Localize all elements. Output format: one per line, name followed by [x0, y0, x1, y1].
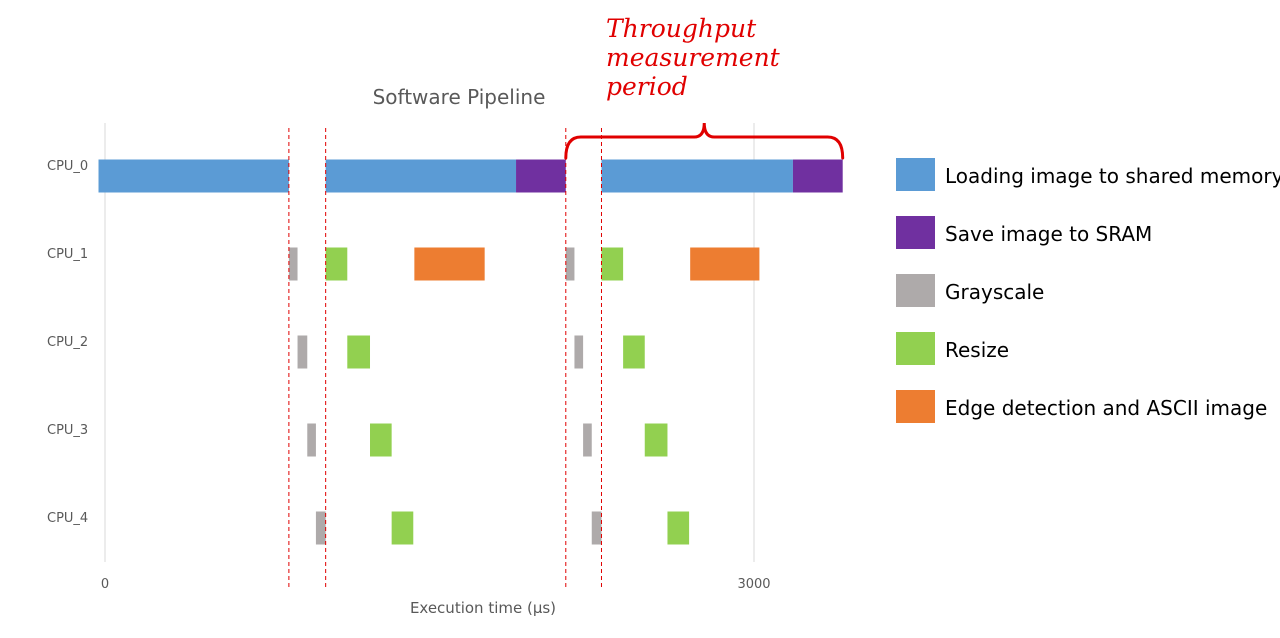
marker-lines [288, 128, 602, 590]
bar-3-1 [347, 335, 371, 369]
bar-3-2 [370, 423, 392, 457]
bar-3-0 [325, 247, 348, 281]
cpu-label-2: CPU_2 [47, 335, 88, 350]
legend-swatch-resize [896, 332, 935, 365]
bar-3-3 [391, 511, 414, 545]
bar-3-6 [644, 423, 668, 457]
x-axis-label: Execution time (µs) [410, 599, 556, 617]
chart-title: Software Pipeline [373, 85, 546, 109]
legend-label-edge: Edge detection and ASCII image [945, 396, 1268, 420]
legend-label-grayscale: Grayscale [945, 280, 1045, 304]
cpu-label-0: CPU_0 [47, 159, 88, 174]
bar-2-3 [315, 511, 326, 545]
legend-label-resize: Resize [945, 338, 1010, 362]
legend-label-loading: Loading image to shared memory [945, 164, 1280, 188]
bar-2-6 [583, 423, 592, 457]
bar-3-4 [601, 247, 624, 281]
bar-2-4 [565, 247, 575, 281]
measurement-brace [564, 122, 845, 160]
cpu-label-3: CPU_3 [47, 423, 88, 438]
legend-swatch-save [896, 216, 935, 249]
gridlines [104, 123, 755, 562]
legend-swatch-edge [896, 390, 935, 423]
x-tick-label-0: 0 [101, 577, 109, 592]
bar-2-1 [297, 335, 308, 369]
bar-2-7 [591, 511, 602, 545]
bar-4-0 [414, 247, 485, 281]
bar-1-1 [792, 159, 843, 193]
bar-3-7 [667, 511, 690, 545]
throughput-annotation: Throughput measurement period [606, 14, 780, 101]
bar-segments [98, 159, 843, 545]
bar-4-1 [690, 247, 760, 281]
x-axis-ticks: 0 3000 [101, 577, 771, 592]
bar-2-2 [307, 423, 316, 457]
bar-2-0 [288, 247, 298, 281]
bar-1-0 [516, 159, 566, 193]
gantt-chart: Software Pipeline CPU_0CPU_1CPU_2CPU_3CP… [47, 85, 845, 617]
bar-3-5 [623, 335, 645, 369]
bar-2-5 [574, 335, 584, 369]
legend-swatch-loading [896, 158, 935, 191]
x-tick-label-1: 3000 [737, 577, 770, 592]
cpu-label-1: CPU_1 [47, 247, 88, 262]
bar-0-1 [325, 159, 517, 193]
legend-label-save: Save image to SRAM [945, 222, 1153, 246]
bar-0-2 [601, 159, 793, 193]
cpu-label-4: CPU_4 [47, 511, 88, 526]
bar-0-0 [98, 159, 289, 193]
legend-swatch-grayscale [896, 274, 935, 307]
